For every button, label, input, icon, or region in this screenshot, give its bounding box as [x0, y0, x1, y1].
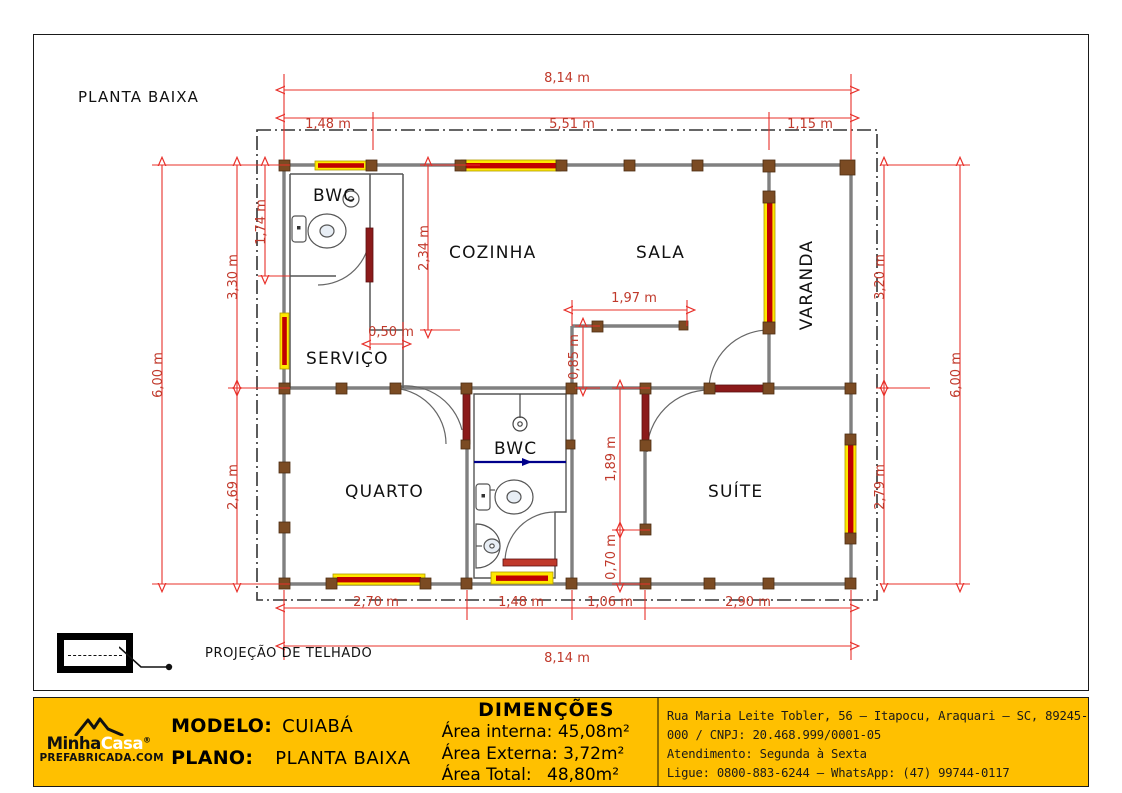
drawing-title-label: PLANTA BAIXA — [78, 88, 199, 106]
contact-line-phone: Ligue: 0800-883-6244 – WhatsApp: (47) 99… — [666, 765, 1010, 780]
dim-sala-partition-width: 1,97 m — [611, 291, 657, 306]
logo-name-part1: Minha — [46, 734, 102, 753]
room-labels: BWC COZINHA SALA VARANDA SERVIÇO QUARTO … — [306, 186, 817, 502]
contact-line-hours: Atendimento: Segunda à Sexta — [666, 747, 867, 761]
logo-registered-mark: ® — [142, 735, 151, 745]
room-label-varanda: VARANDA — [797, 240, 817, 330]
dim-bottom-seg-0: 2,70 m — [353, 595, 399, 610]
model-key-label: MODELO: — [171, 715, 273, 737]
sink-icon-bwc-servico — [342, 190, 360, 208]
dimension-labels: 8,14 m 1,48 m 5,51 m 1,15 m 2,70 m 1,48 … — [151, 71, 964, 666]
roof-peak-logo-icon — [74, 717, 124, 736]
room-label-bwc-servico: BWC — [313, 186, 356, 206]
area-interna-value: 45,08m² — [557, 721, 630, 742]
windows[interactable] — [279, 159, 857, 586]
toilet-icon-bwc-servico — [291, 213, 347, 249]
dimensions-heading: DIMENÇÕES — [478, 698, 615, 721]
dim-right-overall: 6,00 m — [949, 352, 964, 398]
area-row-interna: Área interna: 45,08m² — [436, 722, 630, 744]
dim-servico-offset: 0,50 m — [368, 325, 414, 340]
dashdot-line-icon — [68, 655, 122, 656]
dim-suite-wall-lower: 0,70 m — [604, 534, 619, 580]
dimensions-panel: DIMENÇÕES Área interna: 45,08m² Área Ext… — [436, 698, 657, 786]
dim-bottom-overall: 8,14 m — [544, 651, 590, 666]
shower-fixture-icon — [512, 394, 528, 432]
area-interna-label: Área interna: — [441, 721, 553, 742]
dim-bottom-seg-1: 1,48 m — [498, 595, 544, 610]
company-logo: MinhaCasa® PREFABRICADA.COM — [34, 698, 164, 786]
title-block: MinhaCasa® PREFABRICADA.COM MODELO: CUIA… — [33, 697, 1089, 787]
contact-line-address-2: 000 / CNPJ: 20.468.999/0001-05 — [666, 728, 882, 743]
dim-bottom-seg-2: 1,06 m — [587, 595, 633, 610]
area-row-total: Área Total: 48,80m² — [436, 765, 619, 787]
doors[interactable] — [365, 227, 770, 567]
plan-value: PLANTA BAIXA — [275, 748, 411, 769]
dim-top-seg-1: 5,51 m — [549, 117, 595, 132]
area-externa-label: Área Externa: — [441, 743, 558, 764]
room-label-suite: SUÍTE — [708, 480, 763, 502]
dim-left-seg-0: 3,30 m — [226, 254, 241, 300]
logo-name-part2: Casa — [100, 734, 144, 753]
model-info-panel: MODELO: CUIABÁ PLANO: PLANTA BAIXA — [163, 698, 436, 786]
area-total-label: Área Total: — [441, 765, 532, 786]
dim-left-seg-1: 2,69 m — [226, 464, 241, 510]
logo-wordmark: MinhaCasa® — [40, 734, 158, 753]
dim-top-seg-2: 1,15 m — [787, 117, 833, 132]
contact-line-address-1: Rua Maria Leite Tobler, 56 – Itapocu, Ar… — [666, 709, 1089, 724]
area-total-value: 48,80m² — [547, 765, 620, 786]
room-label-servico: SERVIÇO — [306, 349, 389, 369]
room-label-bwc-social: BWC — [494, 439, 537, 459]
room-label-cozinha: COZINHA — [449, 243, 536, 263]
dim-left-overall: 6,00 m — [151, 352, 166, 398]
area-row-externa: Área Externa: 3,72m² — [436, 744, 625, 766]
shower-arrow — [522, 458, 532, 466]
dim-top-overall: 8,14 m — [544, 71, 590, 86]
plan-key-label: PLANO: — [171, 747, 254, 769]
dim-suite-wall-upper: 1,89 m — [604, 436, 619, 482]
contact-panel: Rua Maria Leite Tobler, 56 – Itapocu, Ar… — [656, 698, 1089, 786]
dim-right-seg-0: 3,20 m — [873, 254, 888, 300]
model-row: MODELO: CUIABÁ — [171, 715, 436, 737]
toilet-icon-bwc-social — [475, 479, 534, 515]
dimension-lines — [152, 74, 970, 660]
roof-projection-outline — [256, 129, 878, 601]
dim-right-seg-1: 2,79 m — [873, 464, 888, 510]
sink-icon-bwc-social — [475, 523, 501, 569]
area-externa-value: 3,72m² — [563, 743, 625, 764]
roof-projection-symbol — [57, 633, 133, 673]
dim-cozinha-depth: 2,34 m — [417, 225, 432, 271]
room-label-sala: SALA — [636, 243, 685, 263]
dim-bottom-seg-3: 2,90 m — [725, 595, 771, 610]
dim-left-inner: 1,74 m — [254, 199, 269, 245]
model-value: CUIABÁ — [282, 716, 354, 737]
roof-projection-legend-text: PROJEÇÃO DE TELHADO — [205, 645, 373, 661]
sheet-border — [33, 34, 1089, 691]
room-label-quarto: QUARTO — [345, 482, 424, 502]
logo-subtitle: PREFABRICADA.COM — [39, 752, 164, 764]
dim-top-seg-0: 1,48 m — [305, 117, 351, 132]
door-swings — [317, 232, 770, 563]
plan-row: PLANO: PLANTA BAIXA — [171, 747, 436, 769]
roof-projection-legend: PROJEÇÃO DE TELHADO — [57, 633, 372, 673]
dim-sala-partition-depth: 0,85 m — [567, 334, 582, 380]
legend-leader-line — [119, 646, 173, 671]
